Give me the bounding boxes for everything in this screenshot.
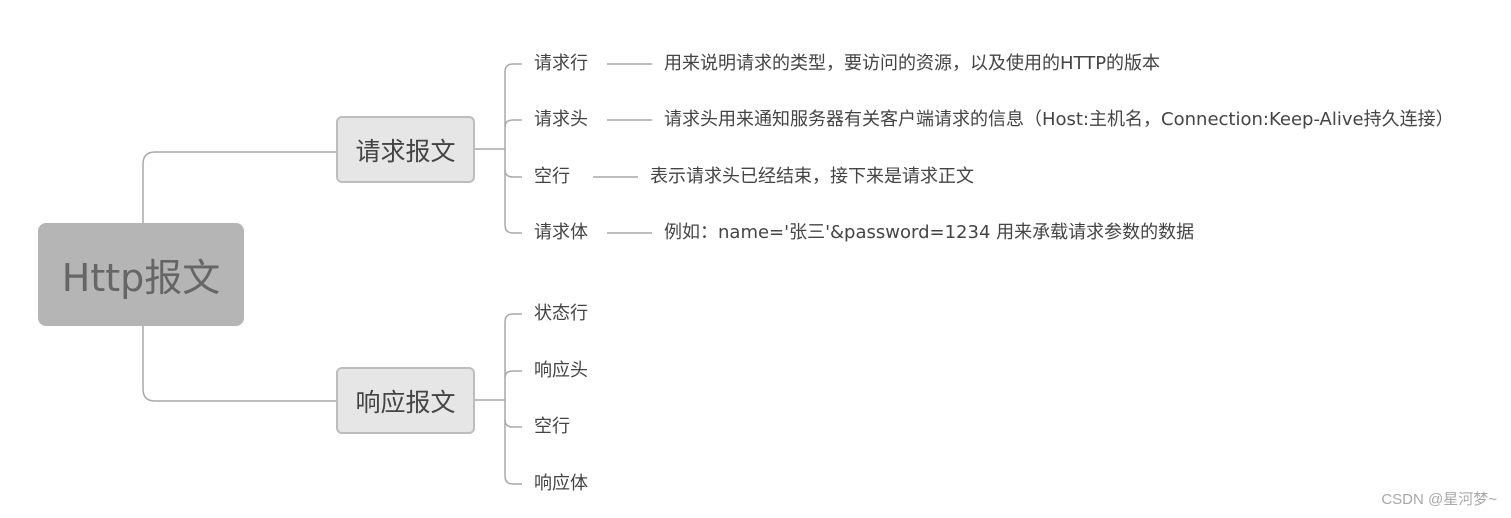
request-message-node[interactable]: 请求报文 <box>336 116 475 183</box>
root-node-label: Http报文 <box>61 256 221 300</box>
request-message-label: 请求报文 <box>355 136 456 166</box>
root-node[interactable]: Http报文 <box>38 223 244 326</box>
response-message-node[interactable]: 响应报文 <box>336 367 475 434</box>
response-message-label: 响应报文 <box>355 387 456 417</box>
request-header-description[interactable]: 请求头用来通知服务器有关客户端请求的信息（Host:主机名，Connection… <box>664 109 1454 130</box>
watermark: CSDN @星河梦~ <box>1381 491 1497 508</box>
response-header-node[interactable]: 响应头 <box>534 360 588 381</box>
response-blank-line-node[interactable]: 空行 <box>534 416 570 437</box>
request-line-node[interactable]: 请求行 <box>534 53 588 74</box>
request-line-description[interactable]: 用来说明请求的类型，要访问的资源，以及使用的HTTP的版本 <box>664 53 1161 74</box>
response-body-node[interactable]: 响应体 <box>534 473 588 494</box>
request-blank-line-description[interactable]: 表示请求头已经结束，接下来是请求正文 <box>650 166 974 187</box>
request-header-node[interactable]: 请求头 <box>534 109 588 130</box>
request-body-description[interactable]: 例如：name='张三'&password=1234 用来承载请求参数的数据 <box>664 222 1195 243</box>
request-blank-line-node[interactable]: 空行 <box>534 166 570 187</box>
request-body-node[interactable]: 请求体 <box>534 222 588 243</box>
status-line-node[interactable]: 状态行 <box>534 303 588 324</box>
